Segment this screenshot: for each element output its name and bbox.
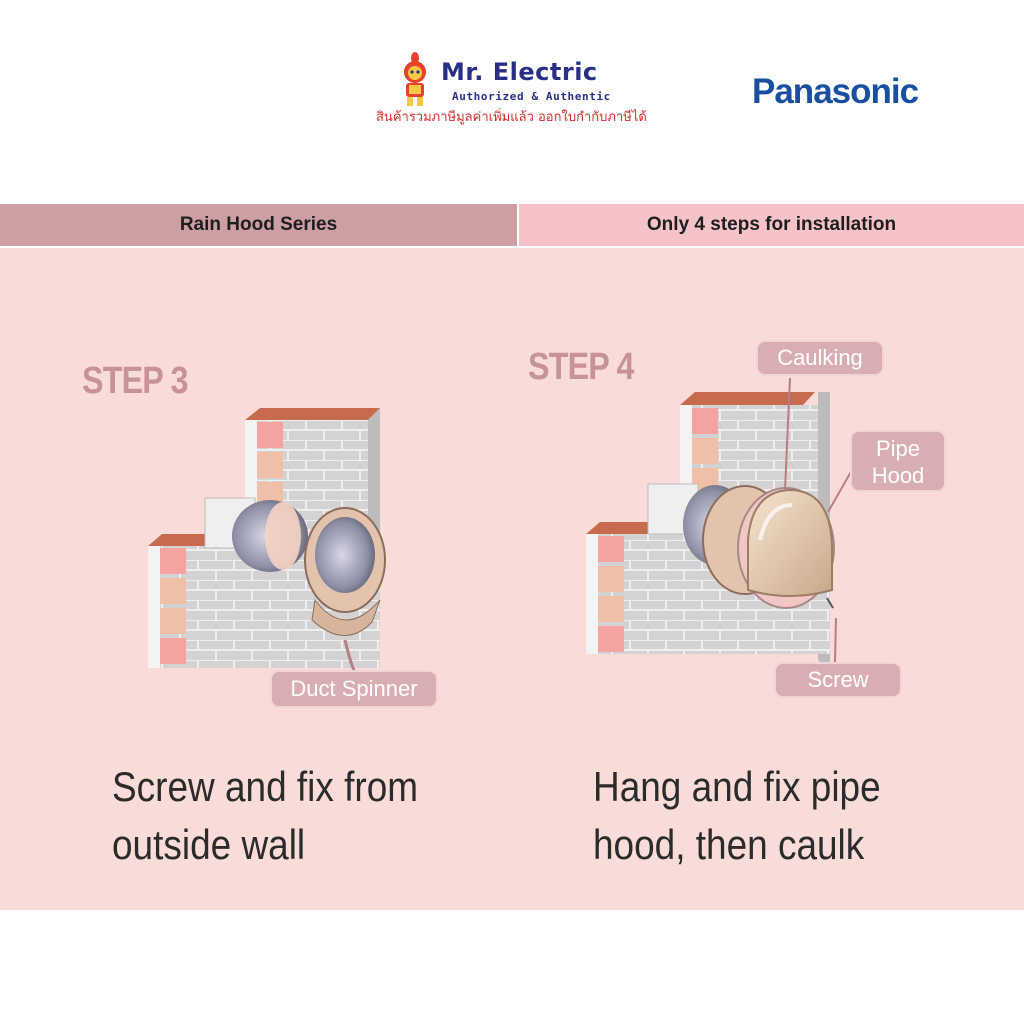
panasonic-logo: Panasonic (752, 72, 919, 111)
step3-title: STEP 3 (82, 360, 188, 402)
caulking-callout: Caulking (756, 340, 884, 376)
mr-electric-mascot-logo (404, 52, 426, 106)
pipe-hood-callout-line2: Hood (871, 463, 925, 488)
pipe-hood-callout-line1: Pipe (875, 436, 921, 461)
brand-name: Mr. Electric (441, 58, 598, 86)
step3-caption: Screw and fix from outside wall (112, 758, 418, 874)
screw-callout: Screw (774, 662, 902, 698)
steps-label: Only 4 steps for installation (646, 214, 897, 235)
step4-title: STEP 4 (528, 346, 634, 388)
pipe-hood-callout: Pipe Hood (850, 430, 946, 492)
step3-wall-illustration (148, 408, 386, 692)
brand-thai-note: สินค้ารวมภาษีมูลค่าเพิ่มแล้ว ออกใบกำกับภ… (376, 110, 647, 125)
step3-caption-line2: outside wall (112, 821, 306, 868)
steps-bar: Only 4 steps for installation (519, 204, 1024, 246)
step4-wall-illustration (586, 377, 853, 670)
brand-tagline: Authorized & Authentic (452, 90, 611, 103)
step4-caption-line2: hood, then caulk (593, 821, 865, 868)
series-label: Rain Hood Series (179, 214, 338, 235)
duct-spinner-callout: Duct Spinner (270, 670, 438, 708)
series-bar: Rain Hood Series (0, 204, 517, 246)
step4-caption: Hang and fix pipe hood, then caulk (593, 758, 881, 874)
step3-caption-line1: Screw and fix from (112, 763, 419, 810)
step4-caption-line1: Hang and fix pipe (593, 763, 881, 810)
